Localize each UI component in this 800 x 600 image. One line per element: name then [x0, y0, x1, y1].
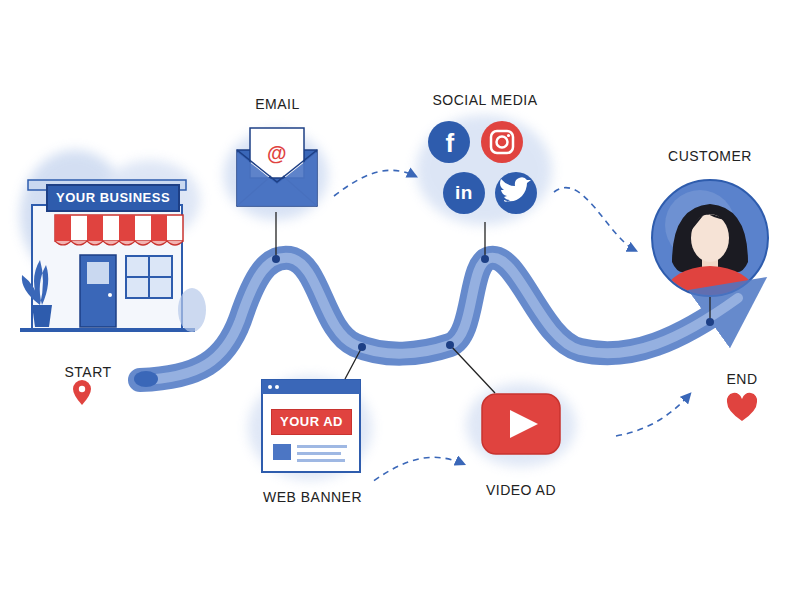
- node-caption: WEB BANNER: [255, 489, 370, 505]
- facebook-letter: f: [445, 128, 454, 159]
- node-caption: EMAIL: [225, 96, 330, 112]
- video-ad-node: VIDEO AD: [468, 388, 574, 500]
- social-media-node: SOCIAL MEDIA: [420, 88, 550, 218]
- email-at-symbol: @: [267, 142, 287, 165]
- sign-text: YOUR BUSINESS: [56, 190, 170, 206]
- social-icons: [428, 121, 537, 214]
- node-caption: CUSTOMER: [640, 148, 780, 164]
- journey-path: [134, 258, 738, 387]
- linkedin-letters: in: [455, 182, 473, 204]
- dashed-arrow: [616, 394, 690, 436]
- node-caption: SOCIAL MEDIA: [420, 92, 550, 108]
- node-caption: VIDEO AD: [468, 482, 574, 498]
- start-label: START: [64, 364, 111, 380]
- email-icon: [237, 128, 317, 206]
- start-pin: [73, 380, 91, 405]
- web-banner-node: WEB BANNER YOUR AD: [255, 375, 370, 507]
- customer-node: CUSTOMER: [640, 146, 780, 300]
- dashed-arrow: [554, 188, 636, 251]
- end-heart: [727, 393, 757, 421]
- video-icon: [482, 394, 560, 454]
- web-banner-illustration: [262, 380, 360, 472]
- leader-lines: [276, 212, 710, 393]
- end-label: END: [726, 371, 757, 387]
- ad-button: YOUR AD: [271, 409, 352, 435]
- customer-avatar: [652, 180, 768, 300]
- dashed-arrow: [374, 457, 464, 480]
- business-sign: YOUR BUSINESS: [46, 184, 180, 212]
- store-illustration: [20, 180, 206, 332]
- sign-text: YOUR AD: [280, 414, 343, 430]
- path-dots: [272, 255, 714, 351]
- watercolor-wash: [20, 115, 576, 480]
- dashed-arrow: [334, 170, 416, 196]
